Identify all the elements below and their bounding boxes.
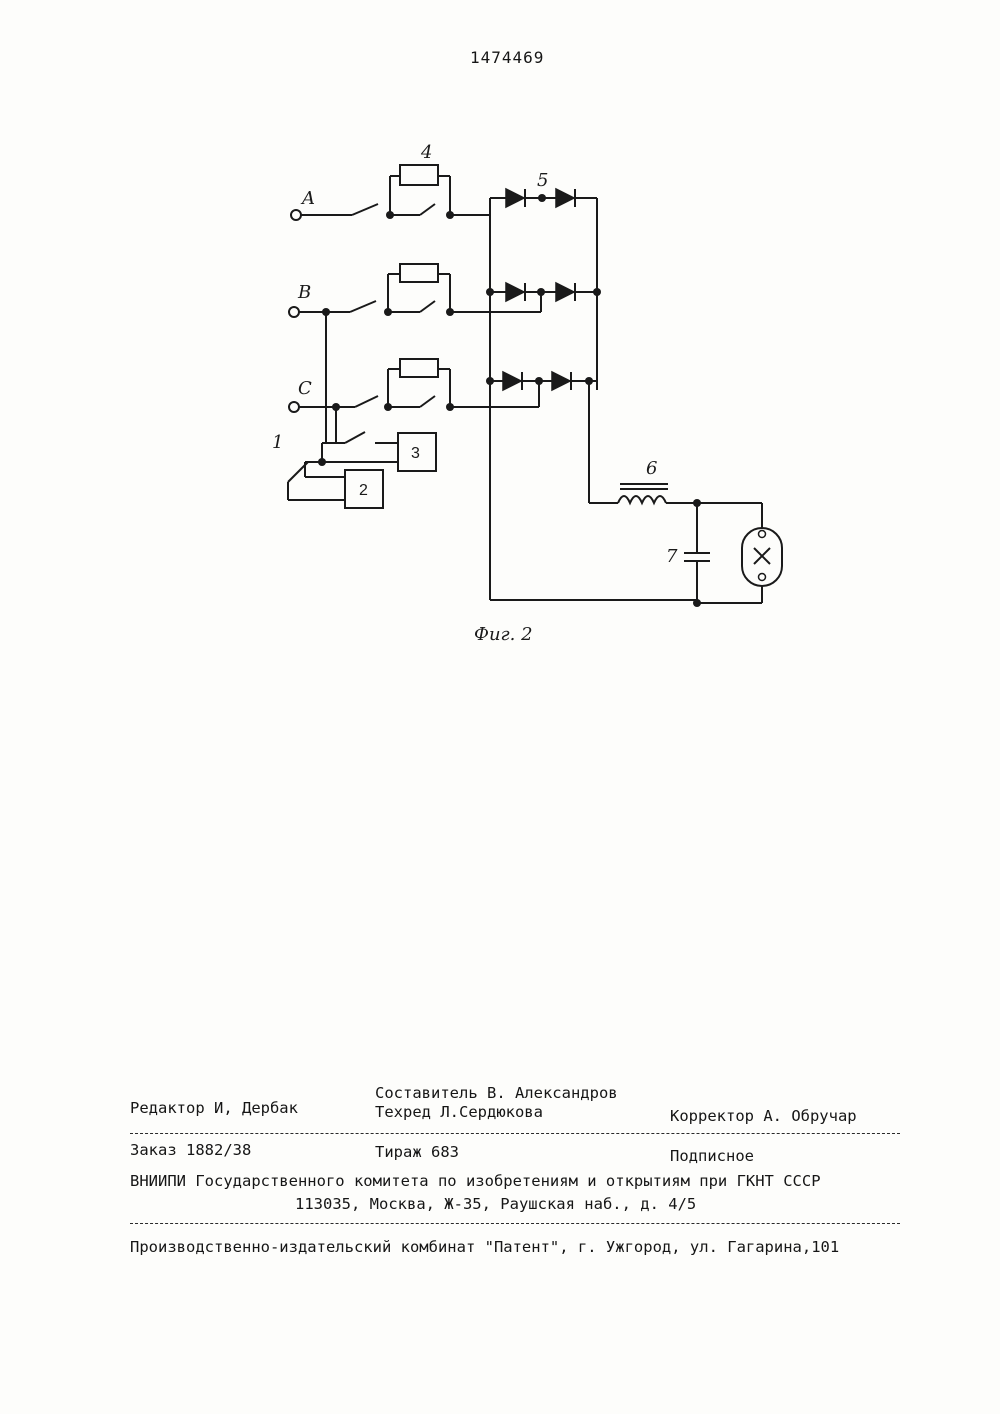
phase-b-branch	[289, 264, 490, 317]
resistor-b	[400, 264, 438, 282]
circuit-schematic: A B C 4 5 6 7 1 2 3 Фиг. 2	[0, 0, 1000, 700]
label-terminal-a: A	[300, 188, 315, 209]
divider-top	[130, 1133, 900, 1134]
subscription-line: Подписное	[670, 1147, 754, 1165]
corrector-line: Корректор А. Обручар	[670, 1107, 857, 1125]
switch-c-2	[420, 396, 435, 407]
compiler-line: Составитель В. Александров	[375, 1084, 618, 1102]
switch-a-1	[352, 204, 378, 215]
terminal-c-circle	[289, 402, 299, 412]
divider-bottom	[130, 1223, 900, 1224]
publisher-line: Производственно-издательский комбинат "П…	[130, 1238, 839, 1256]
control-network	[288, 312, 436, 508]
terminal-a-circle	[291, 210, 301, 220]
resistor-4	[400, 165, 438, 185]
phase-c-branch	[289, 359, 490, 412]
switch-b-1	[350, 301, 376, 312]
editor-line: Редактор И, Дербак	[130, 1099, 298, 1117]
label-block-2: 2	[359, 482, 368, 499]
label-capacitor-7: 7	[666, 546, 678, 567]
resistor-c	[400, 359, 438, 377]
switch-c-1	[355, 396, 378, 407]
terminal-b-circle	[289, 307, 299, 317]
label-switch-1: 1	[272, 432, 283, 453]
label-inductor-6: 6	[646, 458, 657, 479]
figure-caption: Фиг. 2	[474, 624, 533, 645]
filter-and-lamp	[490, 484, 782, 607]
org-line-1: ВНИИПИ Государственного комитета по изоб…	[130, 1172, 821, 1190]
label-terminal-c: C	[298, 378, 312, 399]
phase-a-branch	[291, 165, 490, 220]
switch-b-2	[420, 301, 435, 312]
label-terminal-b: B	[297, 282, 311, 303]
switch-block3	[345, 432, 365, 443]
order-line: Заказ 1882/38	[130, 1141, 251, 1159]
label-block-3: 3	[411, 445, 420, 462]
label-resistor-4: 4	[420, 142, 432, 163]
switch-a-2	[420, 204, 435, 215]
techred-line: Техред Л.Сердюкова	[375, 1103, 543, 1121]
inductor-6	[618, 496, 666, 503]
org-line-2: 113035, Москва, Ж-35, Раушская наб., д. …	[295, 1195, 696, 1213]
label-diodes-5: 5	[537, 170, 548, 191]
circulation-line: Тираж 683	[375, 1143, 459, 1161]
rectifier-bridge	[450, 189, 601, 600]
